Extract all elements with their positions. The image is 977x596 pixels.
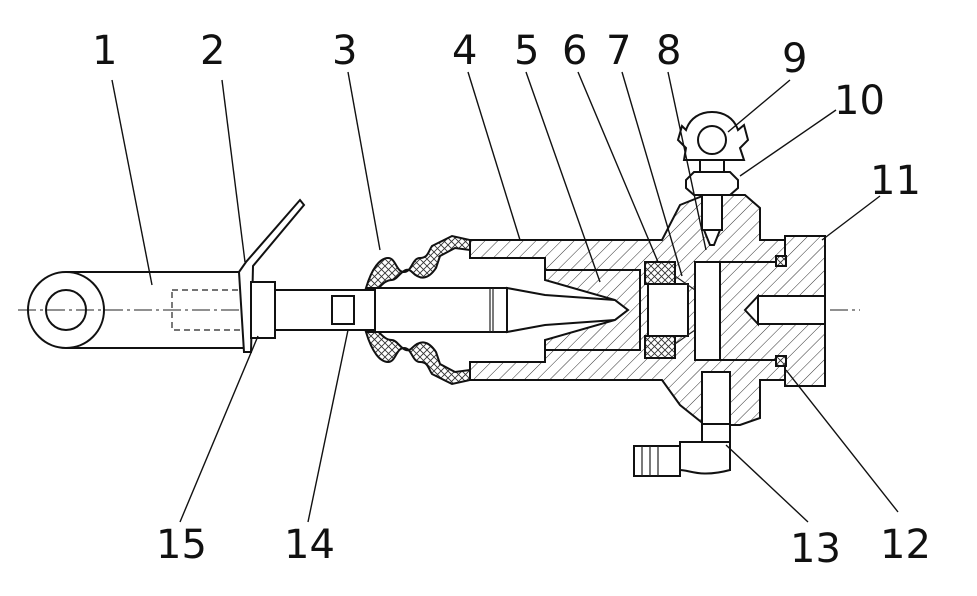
callout-2: 2 (200, 28, 225, 74)
leader-6 (577, 71, 659, 263)
leader-5 (525, 71, 601, 283)
leader-9 (727, 79, 791, 133)
leader-11 (821, 195, 881, 241)
part-9-10-bleeder (676, 110, 750, 246)
callout-labels: 1 2 3 4 5 6 7 8 9 10 11 12 13 14 15 (92, 28, 931, 572)
leader-1 (111, 79, 153, 286)
callout-7: 7 (606, 28, 631, 74)
callout-9: 9 (782, 36, 807, 82)
callout-1: 1 (92, 28, 117, 74)
part-2-bracket (237, 198, 306, 353)
callout-10: 10 (834, 78, 885, 124)
leader-4 (467, 71, 521, 241)
part-13-elbow (633, 371, 731, 477)
leader-8 (667, 71, 707, 251)
push-rod (274, 286, 630, 334)
callout-8: 8 (656, 28, 681, 74)
callout-14: 14 (284, 522, 335, 568)
callout-6: 6 (562, 28, 587, 74)
part-11-end-plug (719, 235, 826, 387)
part-3-bellows (364, 234, 471, 386)
leader-14 (307, 329, 349, 523)
part-6-7-seal (644, 261, 696, 359)
callout-12: 12 (880, 522, 931, 568)
callout-4: 4 (452, 28, 477, 74)
leader-12 (785, 369, 899, 513)
pressure-chamber (694, 261, 721, 361)
leader-2 (221, 79, 246, 263)
callout-15: 15 (156, 522, 207, 568)
leader-7 (621, 71, 683, 277)
callout-13: 13 (790, 526, 841, 572)
part-15-nut (250, 281, 276, 339)
leader-15 (179, 335, 259, 523)
leader-lines (111, 71, 899, 523)
part-12-o-ring (775, 255, 787, 367)
callout-5: 5 (514, 28, 539, 74)
part-5-piston (544, 269, 641, 351)
callout-3: 3 (332, 28, 357, 74)
callout-11: 11 (870, 158, 921, 204)
leader-10 (739, 109, 837, 177)
part-1-eye-rod (27, 271, 247, 349)
leader-3 (347, 71, 381, 251)
leader-13 (725, 444, 809, 523)
